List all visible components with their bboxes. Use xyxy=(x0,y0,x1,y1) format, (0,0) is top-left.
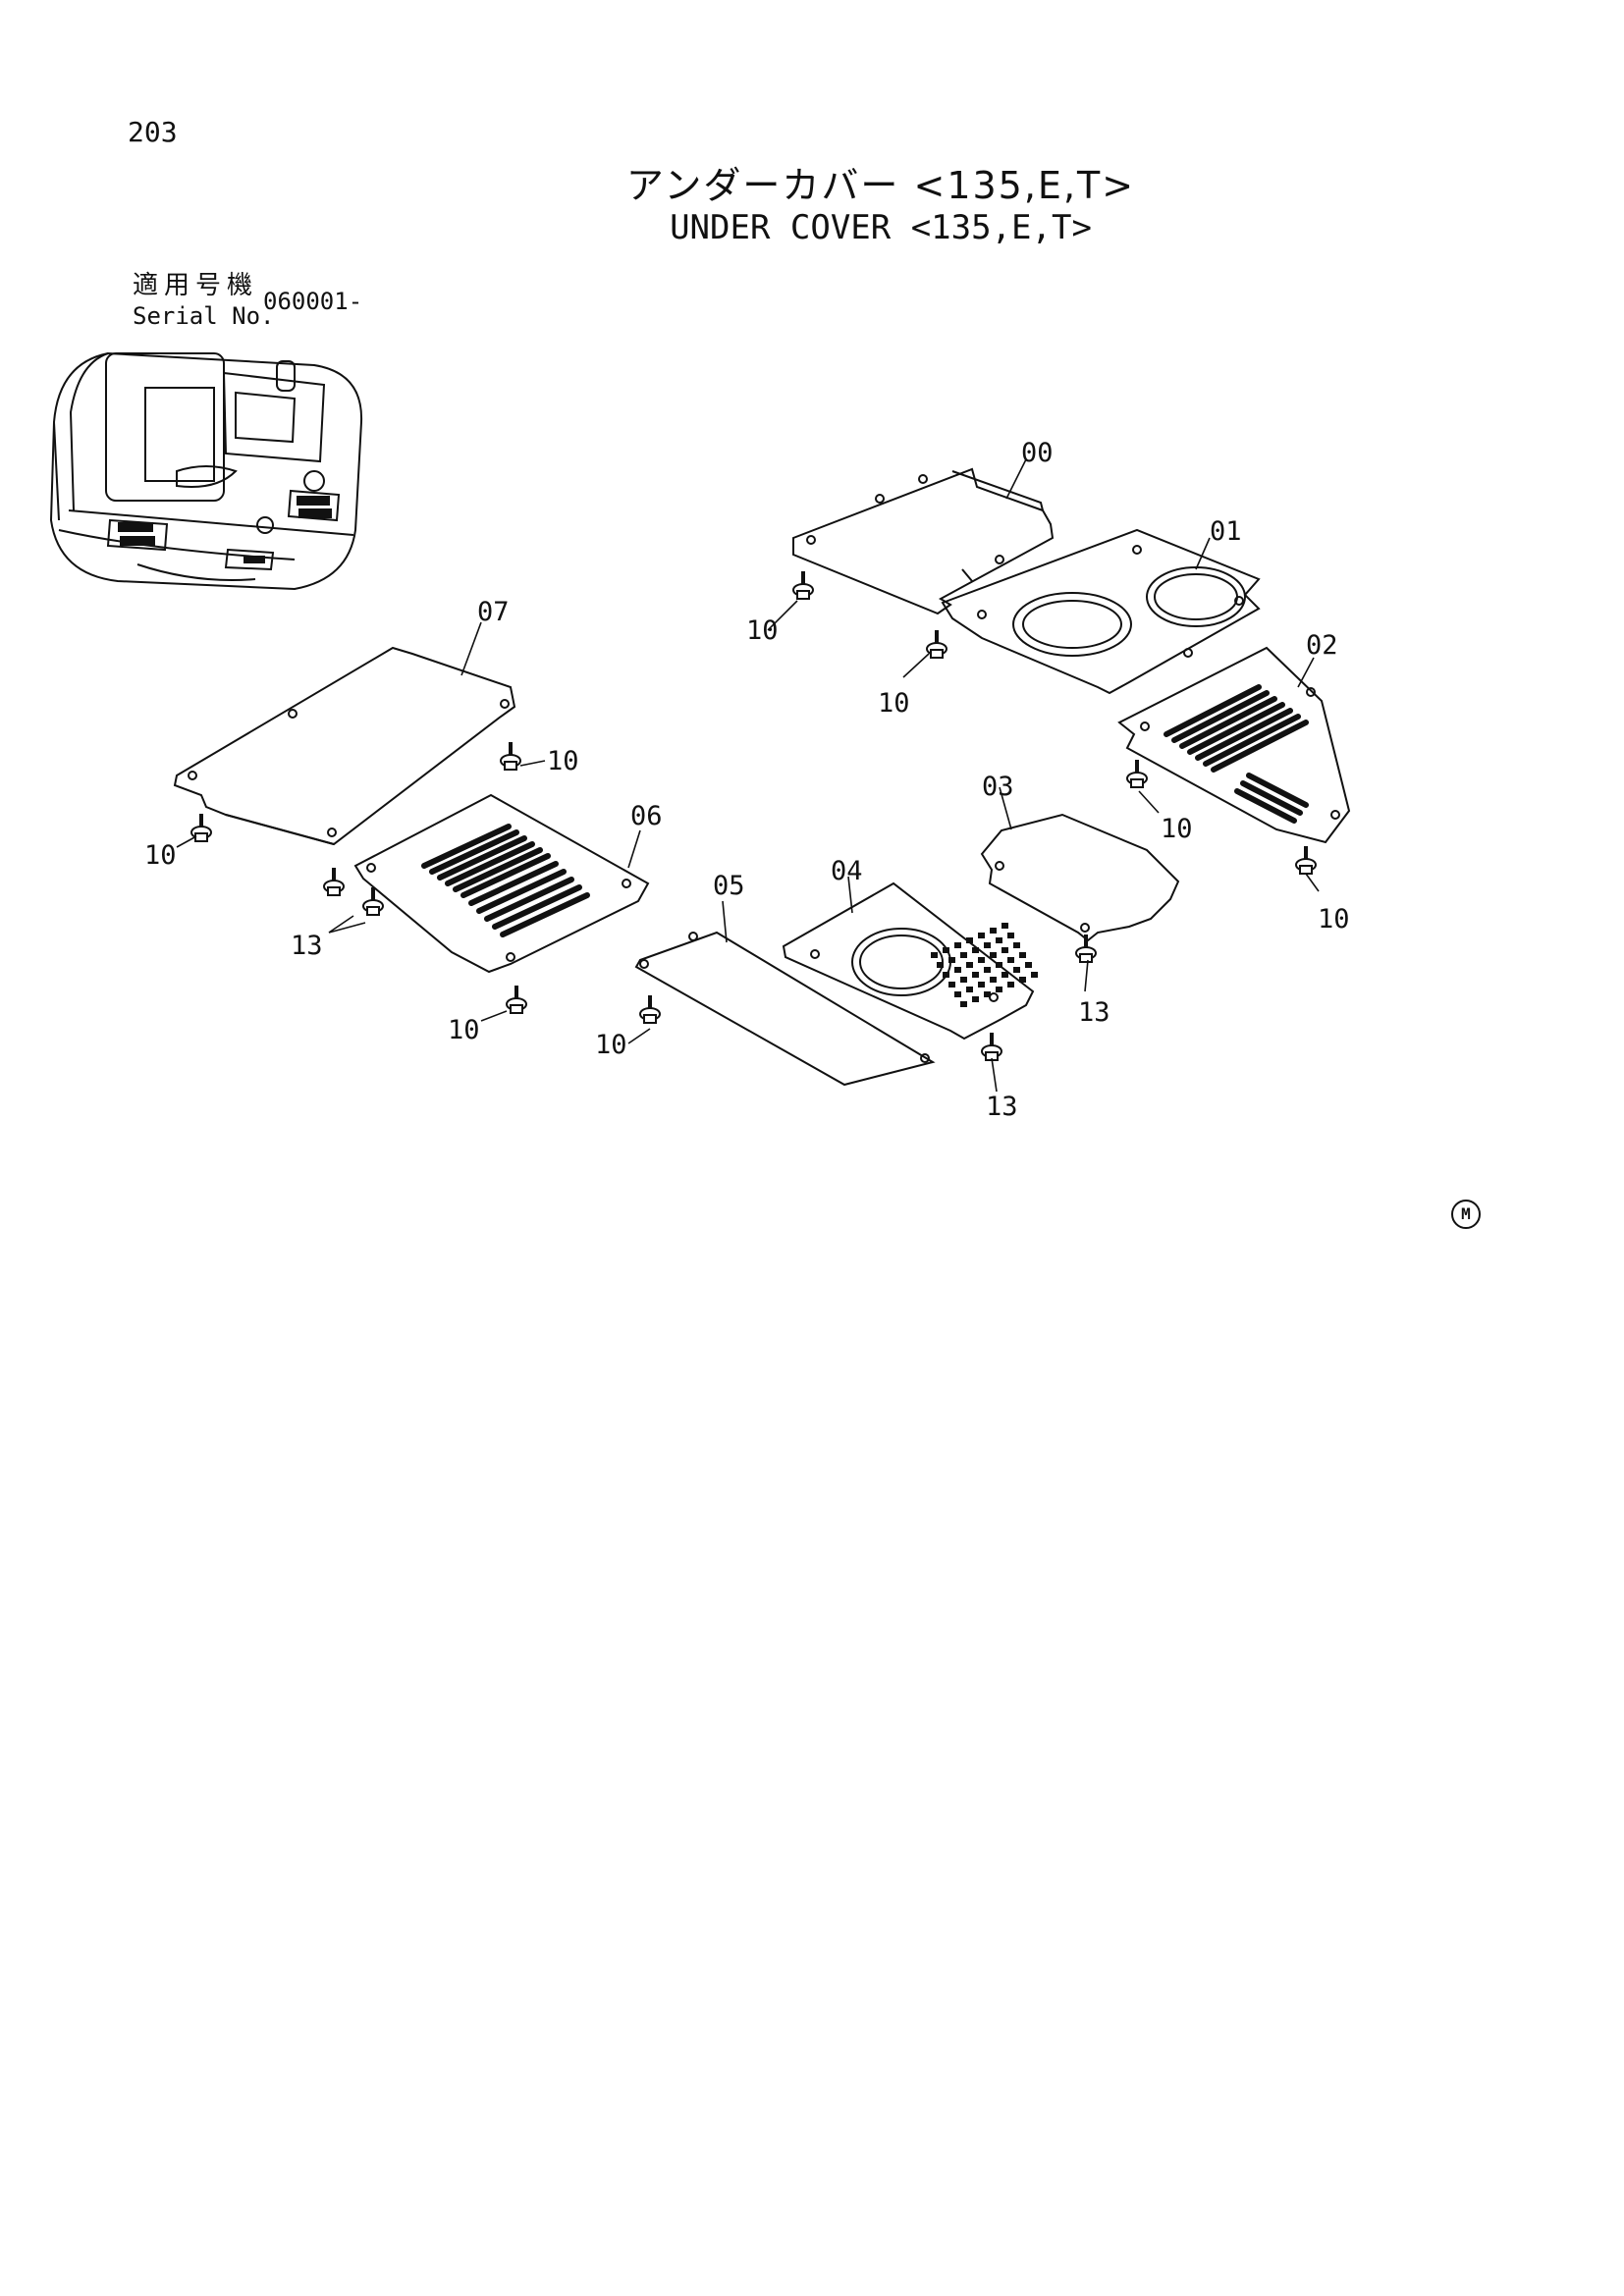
callout-05: 05 xyxy=(713,871,745,901)
callout-06: 06 xyxy=(630,801,663,831)
grille-hole xyxy=(960,1001,967,1007)
callout-10: 10 xyxy=(595,1030,627,1060)
callout-13: 13 xyxy=(291,931,323,961)
grille-hole xyxy=(1013,942,1020,948)
grille-hole xyxy=(1007,933,1014,938)
part-06-vented-cover xyxy=(353,793,650,974)
page-number: 203 xyxy=(128,116,178,148)
grille-hole xyxy=(960,977,967,983)
grille-hole xyxy=(1007,982,1014,988)
grille-hole xyxy=(948,982,955,988)
grille-hole xyxy=(972,947,979,953)
grille-hole xyxy=(996,987,1002,992)
callout-02: 02 xyxy=(1306,630,1338,661)
grille-hole xyxy=(1031,972,1038,978)
grille-hole xyxy=(984,967,991,973)
callout-04: 04 xyxy=(831,856,863,886)
part-01-cover-with-ports xyxy=(941,528,1261,695)
callout-10: 10 xyxy=(144,840,177,871)
bolt-icon xyxy=(362,887,384,916)
grille-hole xyxy=(1007,957,1014,963)
bolt-icon xyxy=(981,1033,1002,1061)
serial-label-en: Serial No. xyxy=(133,302,275,330)
page-title-jp: アンダーカバー <135,E,T> xyxy=(625,164,1136,207)
callout-01: 01 xyxy=(1210,516,1242,547)
grille-hole xyxy=(984,991,991,997)
serial-value: 060001- xyxy=(263,288,363,315)
maker-mark-icon: M xyxy=(1451,1200,1481,1229)
bolt-icon xyxy=(1075,934,1097,963)
grille-hole xyxy=(990,928,997,934)
grille-hole xyxy=(954,942,961,948)
callout-10: 10 xyxy=(1318,904,1350,934)
grille-hole xyxy=(931,952,938,958)
callout-10: 10 xyxy=(1161,814,1193,844)
grille-hole xyxy=(966,987,973,992)
callout-10: 10 xyxy=(878,688,910,719)
grille-hole xyxy=(978,957,985,963)
grille-hole xyxy=(954,967,961,973)
grille-hole xyxy=(978,933,985,938)
grille-hole xyxy=(1001,947,1008,953)
callout-03: 03 xyxy=(982,772,1014,802)
bolt-icon xyxy=(639,995,661,1024)
grille-hole xyxy=(978,982,985,988)
grille-hole xyxy=(996,962,1002,968)
grille-hole xyxy=(990,977,997,983)
callout-00: 00 xyxy=(1021,438,1054,468)
grille-hole xyxy=(937,962,944,968)
callout-10: 10 xyxy=(746,615,779,646)
grille-hole xyxy=(1019,952,1026,958)
callout-labels: 00 01 02 03 04 05 06 07 10 10 10 10 10 1… xyxy=(144,438,1350,1122)
part-03-plate xyxy=(980,813,1180,942)
part-07-large-plate xyxy=(173,646,516,846)
grille-hole xyxy=(984,942,991,948)
leader-lines xyxy=(176,458,1320,1093)
callout-07: 07 xyxy=(477,597,510,627)
grille-hole xyxy=(990,952,997,958)
grille-hole xyxy=(943,947,949,953)
part-05-long-plate xyxy=(634,931,936,1087)
serial-label-jp: 適用号機 xyxy=(133,271,259,300)
grille-hole xyxy=(972,996,979,1002)
part-02-vented-cover xyxy=(1117,646,1351,844)
grille-hole xyxy=(966,962,973,968)
bolt-icon xyxy=(506,986,527,1014)
bolt-icon xyxy=(926,630,947,659)
grille-hole xyxy=(960,952,967,958)
grille-hole xyxy=(1001,972,1008,978)
part-04-cover-with-grille xyxy=(782,881,1038,1041)
callout-10: 10 xyxy=(448,1015,480,1045)
bolt-icon xyxy=(792,571,814,600)
grille-hole xyxy=(1001,923,1008,929)
part-00-cover-plate xyxy=(792,467,1055,615)
grille-hole xyxy=(966,937,973,943)
grille-hole xyxy=(1025,962,1032,968)
bolt-icon xyxy=(1126,760,1148,788)
grille-hole xyxy=(943,972,949,978)
callout-13: 13 xyxy=(986,1092,1018,1122)
bolt-icon xyxy=(500,742,521,771)
machine-overview-sketch xyxy=(49,351,363,591)
page-title-en: UNDER COVER <135,E,T> xyxy=(670,208,1092,247)
grille-hole xyxy=(1013,967,1020,973)
grille-hole xyxy=(954,991,961,997)
grille-hole xyxy=(972,972,979,978)
callout-13: 13 xyxy=(1078,997,1110,1028)
grille-hole xyxy=(1019,977,1026,983)
bolt-icon xyxy=(323,868,345,896)
bolt-icon xyxy=(1295,846,1317,875)
grille-hole xyxy=(948,957,955,963)
grille-hole xyxy=(996,937,1002,943)
callout-10: 10 xyxy=(547,746,579,776)
